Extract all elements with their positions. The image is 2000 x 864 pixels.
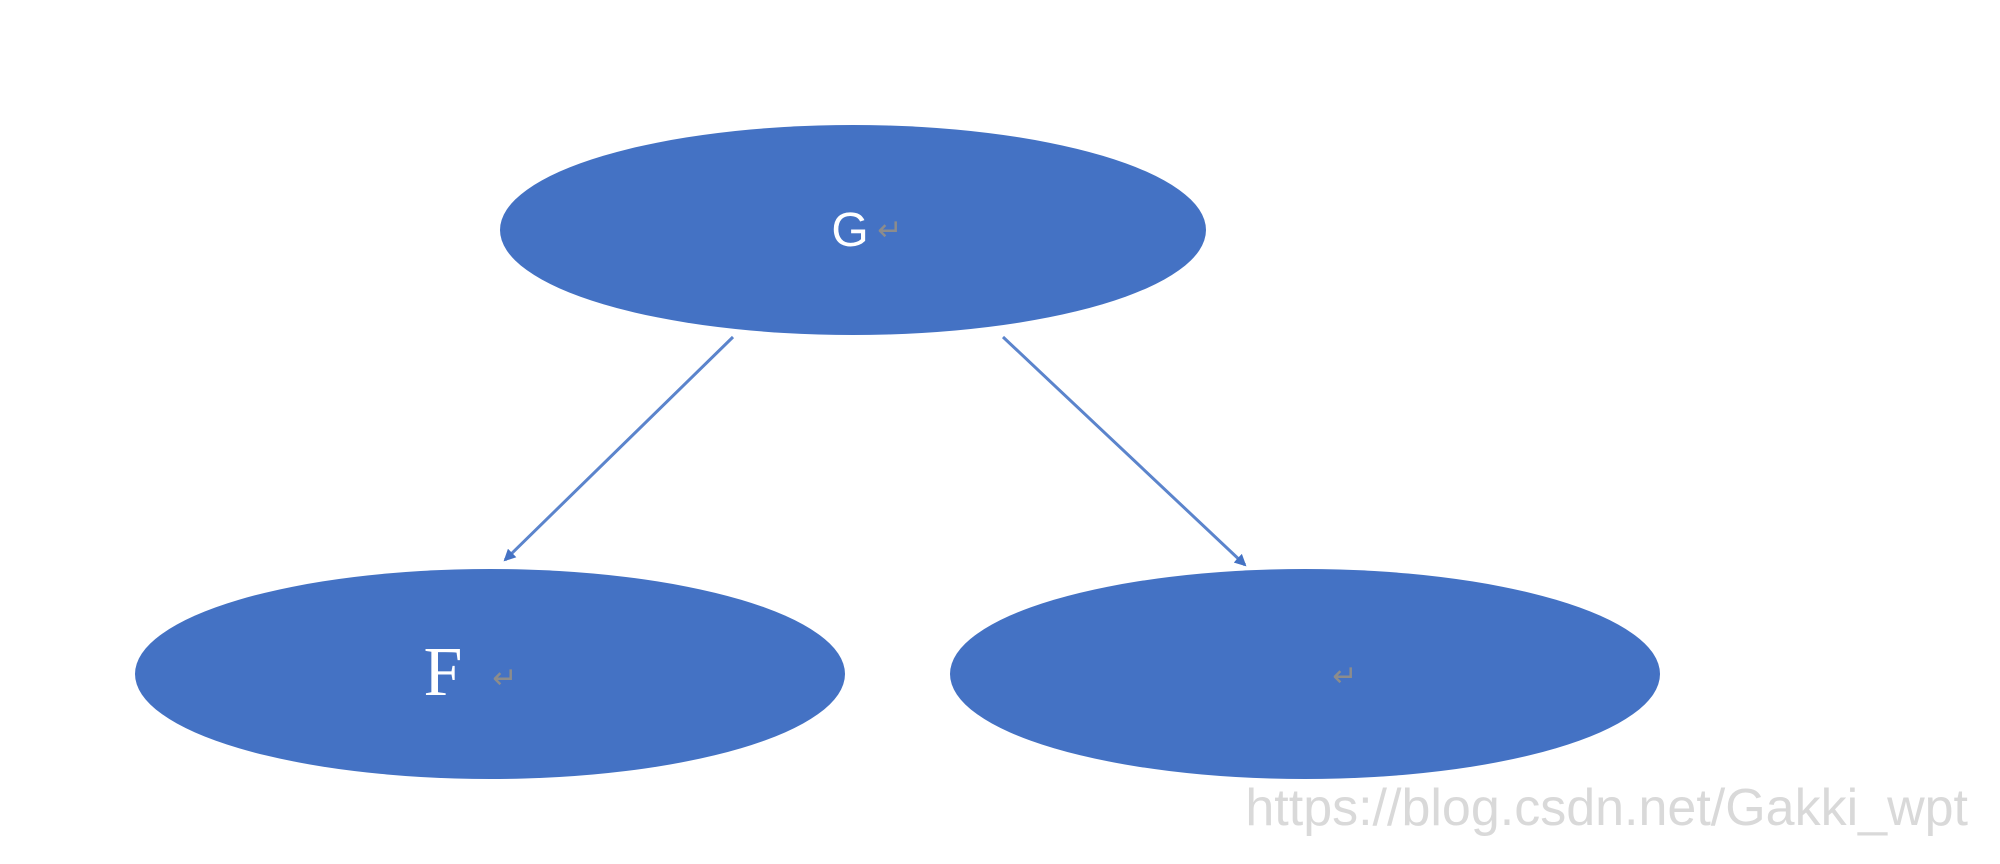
node-f-paragraph-mark: ↵ <box>492 661 517 696</box>
edges <box>503 335 1247 567</box>
node-g-shape <box>500 125 1206 335</box>
node-g-label: G <box>831 204 868 257</box>
node-g: G ↵ <box>500 125 1206 335</box>
node-right: ↵ <box>950 569 1660 779</box>
node-right-shape <box>950 569 1660 779</box>
node-f-label: F <box>424 634 463 711</box>
watermark: https://blog.csdn.net/Gakki_wpt <box>1245 779 1968 837</box>
node-f: F ↵ <box>135 569 845 779</box>
node-right-paragraph-mark: ↵ <box>1332 659 1357 694</box>
node-f-shape <box>135 569 845 779</box>
edge-g-to-f <box>503 335 735 562</box>
edge-g-to-right <box>1001 335 1247 567</box>
node-g-paragraph-mark: ↵ <box>877 213 902 248</box>
